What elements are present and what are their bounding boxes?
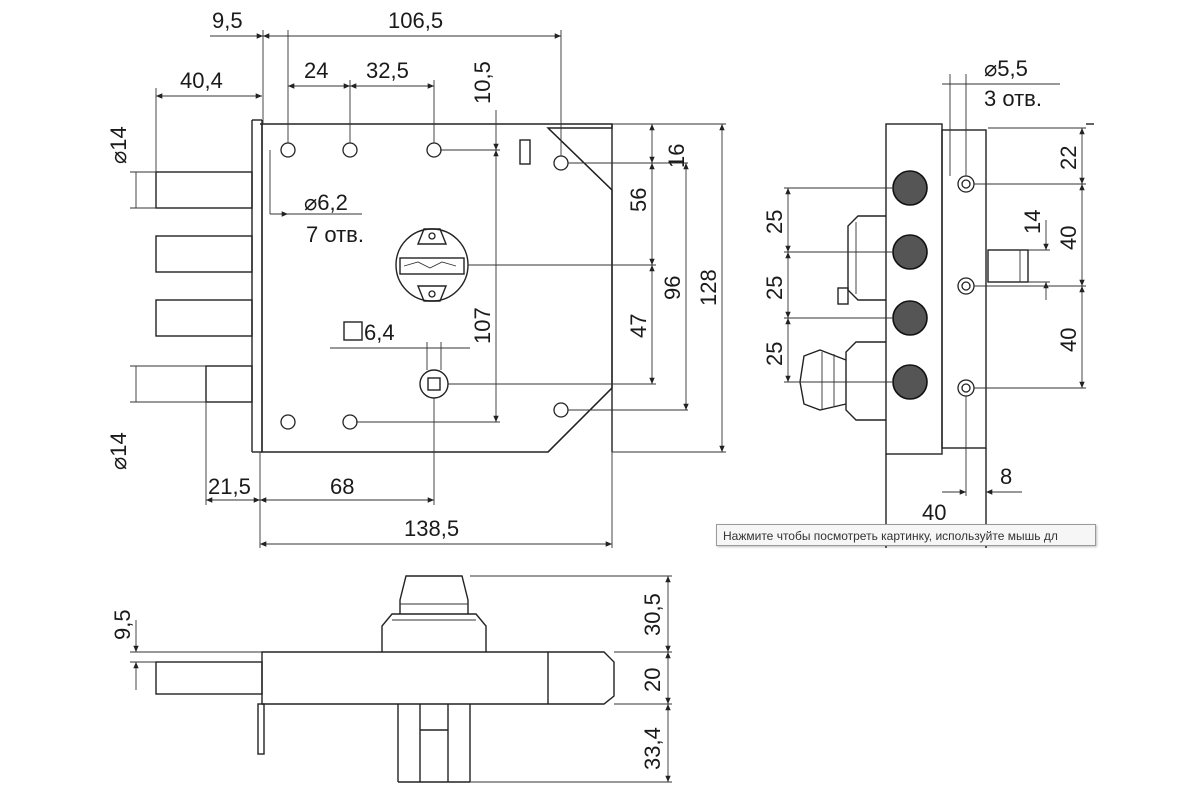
dim-24: 24 xyxy=(304,58,328,83)
spindle-hole xyxy=(419,369,449,399)
mounting-hole xyxy=(553,402,569,418)
knob-housing xyxy=(845,341,886,421)
side-view: ⌀5,5 3 отв. 22 14 40 40 25 25 25 8 40 xyxy=(762,56,1094,548)
mounting-hole xyxy=(553,155,569,171)
mounting-hole xyxy=(342,142,358,158)
dim-dia-6-2: ⌀6,2 xyxy=(304,190,348,215)
dim-40-upper: 40 xyxy=(1056,226,1081,250)
dim-40-bottom: 40 xyxy=(922,500,946,525)
label-7-holes: 7 отв. xyxy=(306,222,364,247)
bottom-knob-base xyxy=(381,613,487,652)
bottom-knob xyxy=(399,575,469,614)
bottom-body xyxy=(261,651,615,705)
dim-25-b: 25 xyxy=(762,276,787,300)
mounting-hole xyxy=(280,142,296,158)
dim-16: 16 xyxy=(664,144,689,168)
dim-10-5: 10,5 xyxy=(470,61,495,104)
bolt-end xyxy=(892,170,928,206)
dim-25-a: 25 xyxy=(762,210,787,234)
lock-body-chamfers xyxy=(547,127,613,453)
dim-33-4: 33,4 xyxy=(640,727,665,770)
bottom-bolt xyxy=(155,661,263,695)
dim-47: 47 xyxy=(626,314,651,338)
bolt-end xyxy=(892,300,928,336)
cylinder-lugs xyxy=(416,228,448,302)
knob xyxy=(799,349,847,411)
strike xyxy=(987,249,1029,283)
side-body xyxy=(941,129,987,449)
bolt-end xyxy=(892,234,928,270)
cylinder-housing xyxy=(847,215,886,301)
dim-8: 8 xyxy=(1000,464,1012,489)
mounting-hole xyxy=(342,414,358,430)
dim-68: 68 xyxy=(330,474,354,499)
bottom-faceplate xyxy=(257,703,265,755)
latch-bolt xyxy=(205,365,253,403)
front-view: 9,5 106,5 40,4 24 32,5 10,5 ⌀14 ⌀14 ⌀6,2… xyxy=(106,8,726,548)
dim-9-5-bottom: 9,5 xyxy=(110,609,135,640)
bottom-strike xyxy=(397,704,471,783)
dim-25-c: 25 xyxy=(762,342,787,366)
bolt-end xyxy=(892,364,928,400)
square-symbol-icon xyxy=(343,321,363,341)
dim-30-5: 30,5 xyxy=(640,593,665,636)
dim-22: 22 xyxy=(1056,146,1081,170)
dim-56: 56 xyxy=(626,188,651,212)
dim-40-4: 40,4 xyxy=(180,68,223,93)
label-3-holes: 3 отв. xyxy=(984,86,1042,111)
dim-40-lower: 40 xyxy=(1056,328,1081,352)
dim-9-5: 9,5 xyxy=(212,8,243,33)
dim-6-4: 6,4 xyxy=(364,320,395,345)
dim-32-5: 32,5 xyxy=(366,58,409,83)
dim-dia-14-top: ⌀14 xyxy=(106,126,131,164)
mounting-hole xyxy=(426,142,442,158)
image-tooltip: Нажмите чтобы посмотреть картинку, испол… xyxy=(716,524,1096,546)
dim-138-5: 138,5 xyxy=(404,516,459,541)
mounting-hole xyxy=(280,414,296,430)
dim-20: 20 xyxy=(640,668,665,692)
dim-106-5: 106,5 xyxy=(388,8,443,33)
bolt-1 xyxy=(155,171,253,209)
bolt-2 xyxy=(155,235,253,273)
bolt-3 xyxy=(155,299,253,337)
slot xyxy=(519,139,531,165)
dim-107: 107 xyxy=(470,307,495,344)
dim-21-5: 21,5 xyxy=(208,474,251,499)
bottom-view: 9,5 30,5 20 33,4 xyxy=(110,575,672,783)
dim-128: 128 xyxy=(696,269,721,306)
key-slot xyxy=(399,257,465,275)
dim-14: 14 xyxy=(1020,210,1045,234)
dim-96: 96 xyxy=(660,276,685,300)
dim-dia-5-5: ⌀5,5 xyxy=(984,56,1028,81)
dim-dia-14-bottom: ⌀14 xyxy=(106,432,131,470)
